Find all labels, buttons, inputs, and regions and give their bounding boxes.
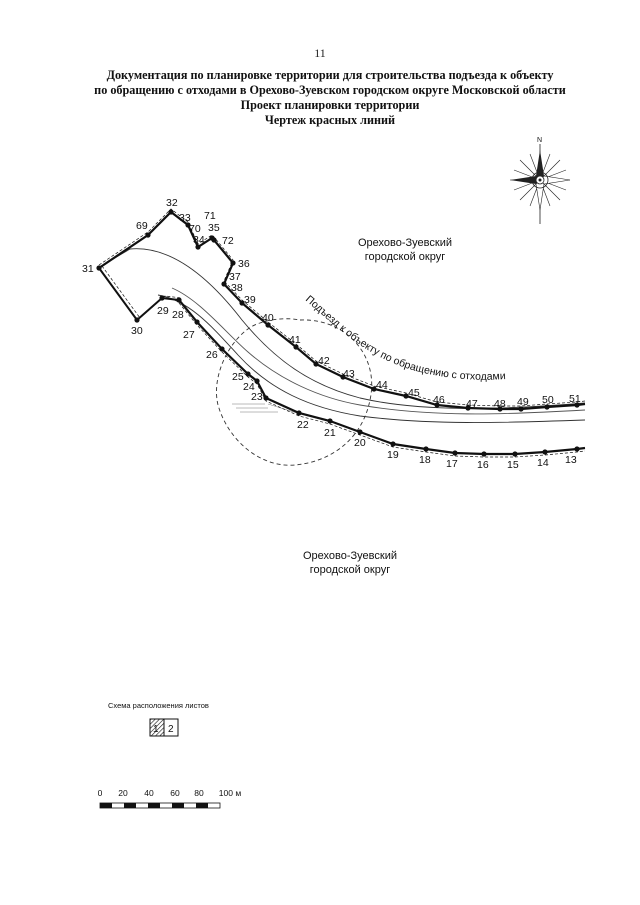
point-label: 72 [222,235,234,247]
document-title: Документация по планировке территории дл… [40,68,620,128]
area-label-bottom-line1: Орехово-Зуевский [303,550,397,562]
title-line-4: Чертеж красных линий [264,113,396,127]
scale-tick-label: 40 [144,788,154,798]
point-label: 36 [238,258,250,270]
point-label: 20 [354,437,366,449]
sheet-scheme: 1 2 [149,718,179,737]
point-label: 46 [433,394,445,406]
point-label: 37 [229,271,241,283]
point-label: 17 [446,458,458,470]
boundary-points [96,209,580,457]
scale-bar: 0 20 40 60 80 100 м [98,788,242,809]
point-label: 28 [172,309,184,321]
point-label: 21 [324,427,336,439]
point-label: 45 [408,387,420,399]
point-label: 13 [565,454,577,466]
point-label: 35 [208,222,220,234]
point-label: 25 [232,371,244,383]
title-line-1: Документация по планировке территории дл… [106,68,554,82]
point-label: 47 [466,398,478,410]
point-label: 16 [477,459,489,471]
area-label-bottom-line2: городской округ [310,564,391,576]
point-label: 32 [166,197,178,209]
point-label: 27 [183,329,195,341]
point-label: 33 [179,212,191,224]
scale-tick-label: 80 [194,788,204,798]
point-label: 24 [243,381,255,393]
point-label: 71 [204,210,216,222]
point-label: 43 [343,368,355,380]
point-label: 51 [569,393,581,405]
upper-point-labels: 31 69 32 33 70 34 71 35 72 36 37 38 39 4… [82,197,581,410]
point-label: 22 [297,419,309,431]
compass-rose-icon: N [510,137,571,224]
point-label: 69 [136,220,148,232]
area-label-top-line1: Орехово-Зуевский [358,237,452,249]
compass-north-label: N [537,137,542,144]
scale-tick-label: 60 [170,788,180,798]
zone-dashed-boundary [216,318,373,466]
scale-tick-label: 100 м [219,788,242,798]
area-label-top-line2: городской округ [365,251,446,263]
point-label: 42 [318,355,330,367]
point-label: 38 [231,282,243,294]
point-label: 29 [157,305,169,317]
lower-point-labels: 30 29 28 27 26 25 24 23 22 21 20 19 18 1… [131,305,577,471]
scale-tick-label: 0 [98,788,103,798]
point-label: 15 [507,459,519,471]
point-label: 26 [206,349,218,361]
sheet-scheme-label: Схема расположения листов [108,701,209,710]
point-label: 41 [289,334,301,346]
point-label: 39 [244,294,256,306]
point-label: 23 [251,391,263,403]
point-label: 50 [542,394,554,406]
point-label: 34 [193,234,205,246]
point-label: 49 [517,396,529,408]
point-label: 30 [131,325,143,337]
point-label: 40 [262,312,274,324]
point-label: 18 [419,454,431,466]
sheet-2-label: 2 [168,724,174,735]
sheet-1-label: 1 [153,724,159,735]
point-label: 14 [537,457,549,469]
point-label: 19 [387,449,399,461]
title-line-2: по обращению с отходами в Орехово-Зуевск… [94,83,566,97]
point-label: 70 [189,223,201,235]
point-label: 48 [494,398,506,410]
point-label: 44 [376,379,388,391]
title-line-3: Проект планировки территории [240,98,420,112]
scale-tick-label: 20 [118,788,128,798]
page-number: 11 [314,46,326,60]
point-label: 31 [82,263,94,275]
